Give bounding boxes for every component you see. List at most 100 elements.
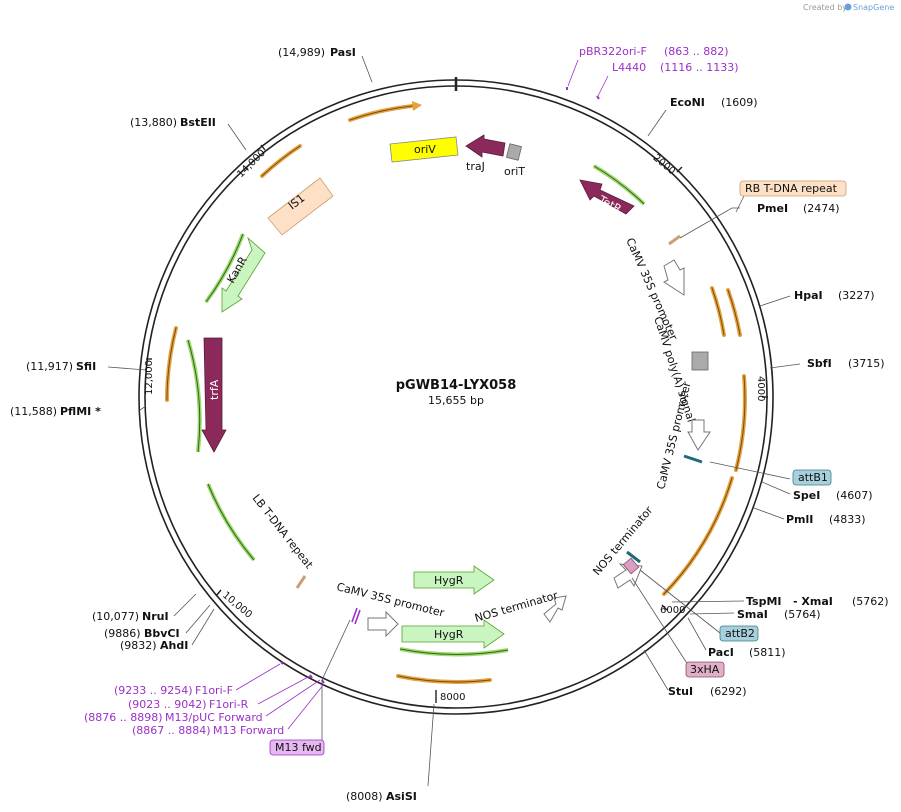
orf-arc-top-core [349,105,413,121]
site-name-ahdi: AhdI [160,639,188,652]
feature-traj-arrow[interactable] [465,134,506,158]
orf-arc-right-a-core [711,287,725,336]
site-pos-econi: (1609) [721,96,758,109]
primer-mark-f1ori-r [309,674,313,679]
site-name-pflmi: PflMI * [60,405,101,418]
site-name-spei: SpeI [793,489,820,502]
site-pos-paci: (5811) [749,646,786,659]
site-pos-pmli: (4833) [829,513,866,526]
feature-camv-promoter-2-arrow[interactable] [687,419,711,451]
primer-pos-f1ori-r: (9023 .. 9042) [128,698,207,711]
primer-pos-m13fwd: (8867 .. 8884) [132,724,211,737]
site-pos-bbvci: (9886) [104,627,141,640]
primer-name-f1ori-r: F1ori-R [209,698,249,711]
feature-oriv-label: oriV [414,143,436,156]
boxed-labels: RB T-DNA repeat attB1 attB2 3xHA M13 fwd [269,180,847,756]
site-labels: (14,989) PasI (13,880) BstEII (11,917) S… [10,46,889,803]
primer-mark-lower-2 [354,609,361,625]
orf-arc-tetr-core [593,165,645,205]
feature-oriv[interactable] [389,136,459,163]
orf-arc-kanr-core [205,233,244,303]
feature-hygr-2-arrow[interactable] [401,619,505,649]
site-name-sfii: SfiI [76,360,96,373]
feature-tetr-arrow[interactable] [579,179,635,215]
site-name-bbvci: BbvCI [144,627,180,640]
feature-camv-promoter-3-arrow[interactable] [367,610,399,638]
site-pos-asisi: (8008) [346,790,383,803]
site-pos-hpai: (3227) [838,289,875,302]
site-name-paci: PacI [708,646,734,659]
primer-mark-l4440 [596,95,600,100]
feature-is1[interactable] [267,177,334,236]
tick-mark-6000 [661,604,668,611]
leader-m13puc [265,679,321,717]
leader-hpai [759,295,791,307]
orf-arc-lower-left [206,483,256,562]
plasmid-name: pGWB14-LYX058 [396,378,517,393]
feature-orit-label: oriT [504,165,525,178]
feature-rb-mark [668,234,681,246]
orf-arc-bottom-core [397,675,491,683]
orf-arc-14k [260,144,302,178]
feature-attb1-mark [683,454,703,464]
orf-arc-12k [164,326,178,402]
feature-hygr-1-arrow[interactable] [413,565,495,595]
site-name-sbfi: SbfI [807,357,832,370]
primer-name-m13puc: M13/pUC Forward [165,711,263,724]
plasmid-length: 15,655 bp [428,394,484,407]
primer-name-f1ori-f: F1ori-F [195,684,233,697]
leader-attb2 [639,569,721,634]
orf-arc-right-d-core [663,477,733,595]
leader-3xha [631,577,691,669]
site-pos-spei: (4607) [836,489,873,502]
orf-arcs [164,101,747,684]
site-name-econi: EcoNI [670,96,705,109]
feature-nos-terminator-2-arrow[interactable] [543,595,567,623]
leader-l4440 [597,75,609,97]
leader-asisi [427,703,435,787]
feature-trfa-arrow[interactable] [201,337,227,453]
leader-bsteii [227,123,247,151]
rb-repeat-box[interactable] [739,180,847,197]
leader-pflmi [139,405,147,411]
site-name-hpai: HpaI [794,289,823,302]
orf-arc-right-b-core [727,289,741,336]
tick-label-2000: 2000 [651,153,678,178]
feature-camv-promoter-1-arrow[interactable] [662,259,685,296]
site-pos-ahdi: (9832) [120,639,157,652]
orf-arc-trfa-core [187,339,201,453]
attb2-box[interactable] [719,625,759,642]
leader-pasi [361,55,373,83]
site-name-bsteii: BstEII [180,116,216,129]
leader-f1ori-f [235,663,281,691]
feature-kanr-arrow[interactable] [221,236,266,313]
attb1-box[interactable] [792,469,832,486]
tick-label-4000: 4000 [755,376,766,401]
feature-orit-box[interactable] [505,143,523,161]
feature-camv-polya-box[interactable] [691,351,709,371]
feature-lb-mark [295,575,307,589]
site-pos-smai: (5764) [784,608,821,621]
site-name-asisi: AsiSI [386,790,417,803]
leader-attb1 [709,461,791,480]
credit-text: Created by [803,3,847,12]
orf-arc-right-c-core [735,375,746,471]
leader-smai [689,612,735,615]
primer-leader-lines [235,59,609,730]
orf-arc-hygr-core [399,648,509,655]
ha-box[interactable] [685,661,725,678]
leader-m13fwd [321,619,351,740]
leader-tspmi [671,600,745,603]
site-name-pasi: PasI [330,46,356,59]
leader-spei [761,481,791,495]
tick-mark-10000 [215,589,222,597]
primer-mark-lower-1 [351,607,358,623]
tick-label-6000: 6000 [660,605,685,616]
m13-fwd-box[interactable] [269,739,325,756]
site-pos-pmei: (2474) [803,202,840,215]
primer-pos-m13puc: (8876 .. 8898) [84,711,163,724]
orf-arc-12k-core [166,327,177,401]
feature-camv-promoter-2-label: CaMV 35S promoter [654,380,693,491]
tick-label-8000: 8000 [440,692,465,703]
